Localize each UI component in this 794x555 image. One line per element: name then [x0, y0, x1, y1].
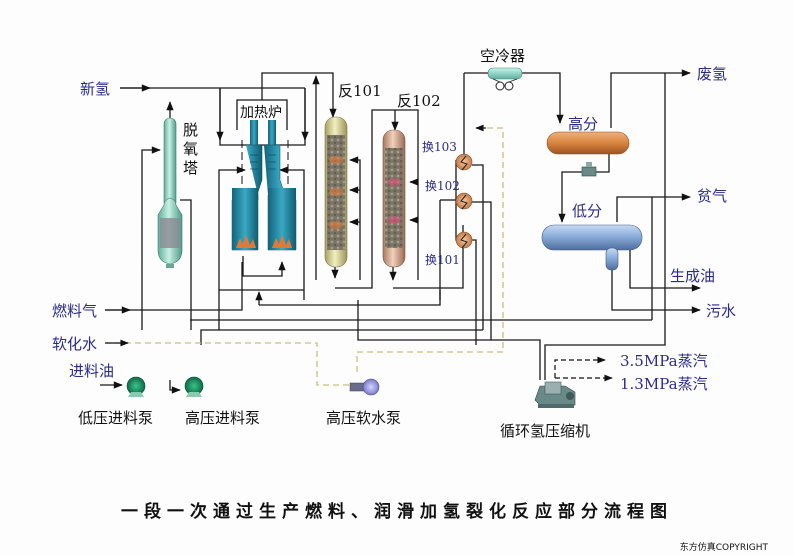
- high-pressure-soft-water-pump-icon[interactable]: [349, 378, 380, 396]
- label-hp-feed-pump: 高压进料泵: [185, 409, 261, 427]
- output-sewage: 污水: [706, 302, 737, 320]
- label-heating-furnace: 加热炉: [240, 105, 282, 121]
- label-exchanger-103: 换103: [422, 140, 457, 154]
- heat-exchanger-103[interactable]: [455, 153, 473, 171]
- reactor-102[interactable]: [382, 129, 406, 268]
- input-fuel-gas: 燃料气: [52, 302, 98, 320]
- label-lp-separator: 低分: [572, 202, 603, 220]
- high-pressure-feed-pump-icon[interactable]: [184, 376, 204, 397]
- input-new-hydrogen: 新氢: [80, 80, 111, 98]
- heat-exchanger-101[interactable]: [455, 231, 473, 249]
- label-air-cooler: 空冷器: [480, 47, 526, 65]
- input-softened-water: 软化水: [52, 335, 98, 353]
- low-pressure-separator[interactable]: [541, 224, 643, 271]
- heat-exchanger-102[interactable]: [455, 192, 473, 210]
- label-recycle-compressor: 循环氢压缩机: [500, 422, 591, 440]
- output-product-oil: 生成油: [670, 267, 716, 285]
- deoxygenation-tower[interactable]: [157, 117, 183, 268]
- label-exchanger-102: 换102: [425, 179, 460, 193]
- diagram-title: 一段一次通过生产燃料、润滑加氢裂化反应部分流程图: [121, 502, 673, 522]
- label-hp-separator: 高分: [568, 115, 599, 133]
- output-waste-hydrogen: 废氢: [697, 65, 728, 83]
- label-reactor-102: 反102: [397, 92, 441, 110]
- recycle-hydrogen-compressor-icon[interactable]: [534, 381, 576, 408]
- output-steam-3-5mpa: 3.5MPa蒸汽: [620, 352, 708, 370]
- level-control-valve[interactable]: [581, 162, 597, 177]
- output-steam-1-3mpa: 1.3MPa蒸汽: [620, 375, 708, 393]
- air-cooler[interactable]: [487, 67, 523, 91]
- label-lp-feed-pump: 低压进料泵: [78, 409, 154, 427]
- label-reactor-101: 反101: [338, 82, 382, 100]
- reactor-101[interactable]: [324, 116, 348, 268]
- output-lean-gas: 贫气: [697, 187, 728, 205]
- label-exchanger-101: 换101: [425, 253, 460, 267]
- label-hp-soft-water-pump: 高压软水泵: [326, 409, 402, 427]
- label-deoxygenation-tower: 脱氧塔: [181, 122, 199, 179]
- high-pressure-separator[interactable]: [546, 131, 630, 155]
- heating-furnace[interactable]: [231, 120, 297, 251]
- line-softened-water: [105, 342, 350, 386]
- copyright-notice: 东方仿真COPYRIGHT: [679, 543, 768, 553]
- low-pressure-feed-pump-icon[interactable]: [126, 376, 146, 397]
- input-feed-oil: 进料油: [69, 362, 115, 380]
